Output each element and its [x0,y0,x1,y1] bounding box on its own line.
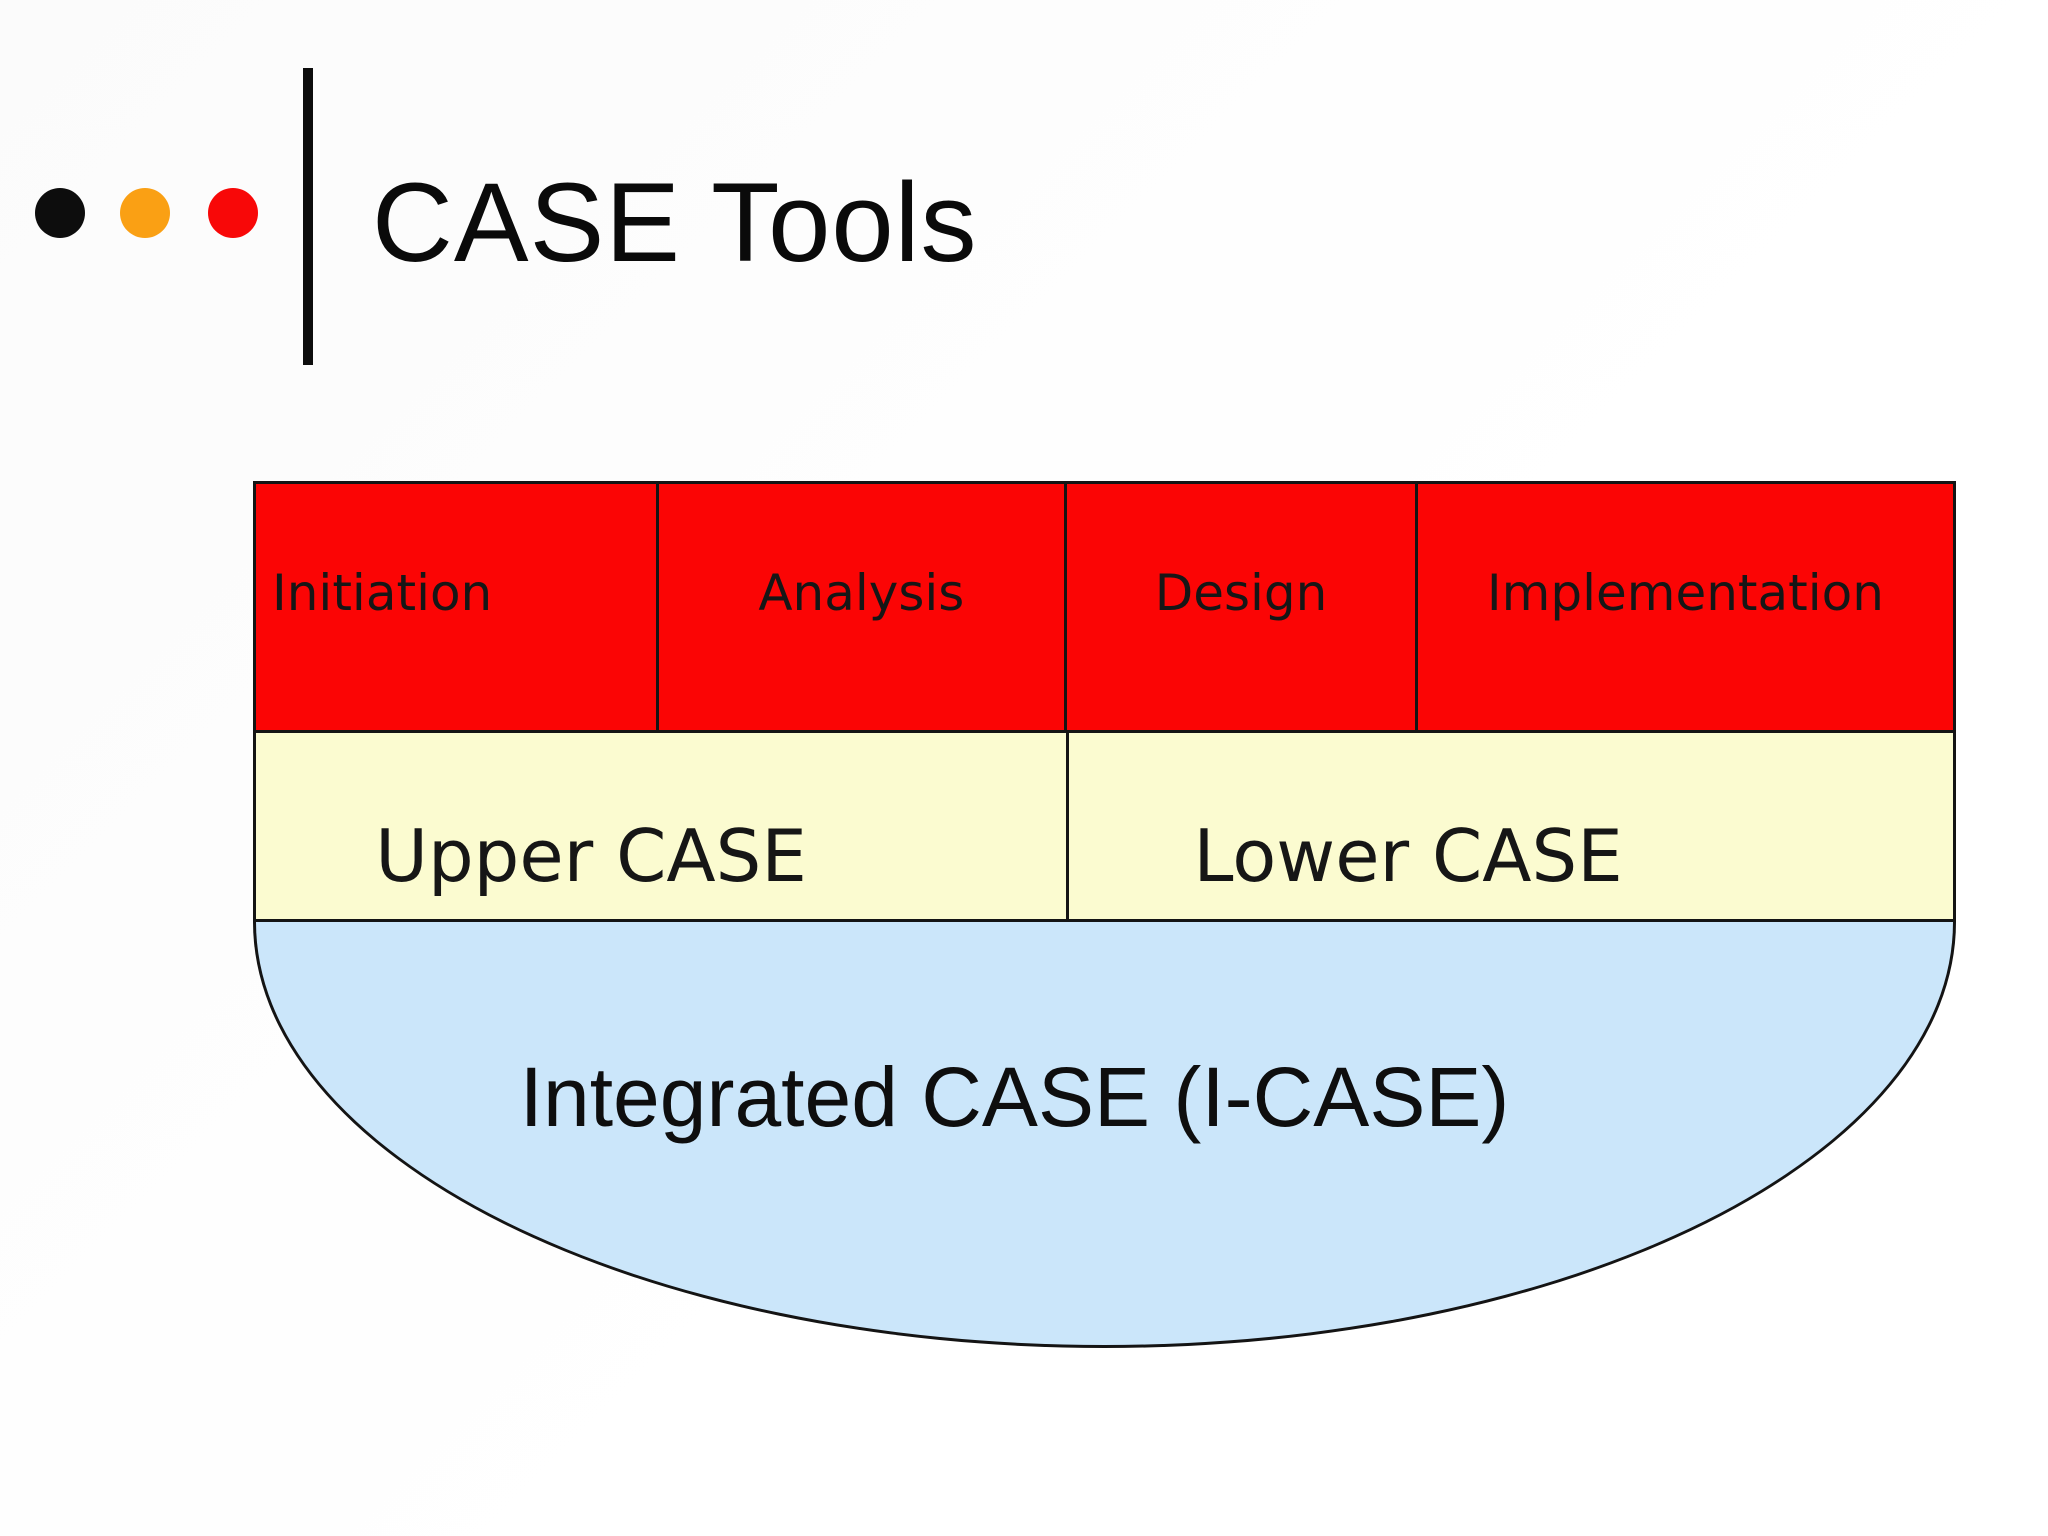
case-tools-diagram: Initiation Analysis Design Implementatio… [253,481,1956,1348]
phase-label-design: Design [1154,564,1328,622]
phase-cell-design: Design [1064,484,1415,730]
phase-label-implementation: Implementation [1486,564,1884,622]
integrated-case-label: Integrated CASE (I-CASE) [519,1050,1510,1144]
deco-dot-orange-icon [120,188,170,238]
phase-label-initiation: Initiation [272,564,493,622]
case-label-upper: Upper CASE [375,814,807,898]
integrated-case-ellipse: Integrated CASE (I-CASE) [253,922,1956,1348]
deco-dot-black-icon [35,188,85,238]
phase-row: Initiation Analysis Design Implementatio… [253,481,1956,733]
phase-cell-implementation: Implementation [1414,484,1953,730]
deco-dot-red-icon [208,188,258,238]
phase-label-analysis: Analysis [758,564,965,622]
case-label-lower: Lower CASE [1193,814,1623,898]
phase-cell-analysis: Analysis [655,484,1065,730]
case-row: Upper CASE Lower CASE [253,733,1956,922]
phase-cell-initiation: Initiation [256,484,656,730]
case-cell-upper: Upper CASE [256,733,1066,919]
title-divider-line [303,68,313,365]
slide-title: CASE Tools [372,160,978,285]
case-cell-lower: Lower CASE [1066,733,1953,919]
